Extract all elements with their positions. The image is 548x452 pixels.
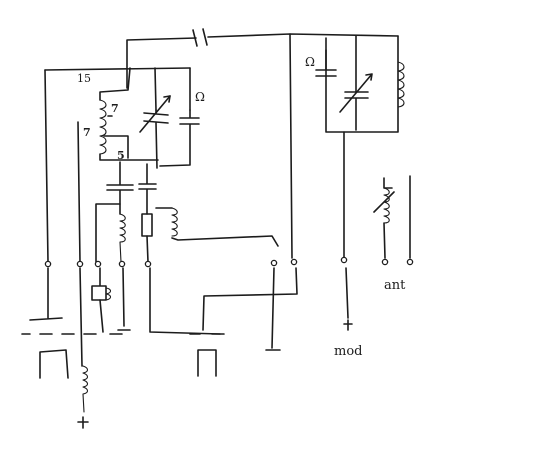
left-tube-circuit — [77, 121, 131, 333]
top-feedback-wire — [126, 28, 399, 89]
terminal-node — [406, 258, 414, 266]
terminal-nodes — [44, 256, 414, 268]
plus-markers — [77, 319, 353, 429]
output-tank — [315, 35, 405, 319]
terminal-node — [76, 260, 84, 268]
variable-tuning-capacitor — [139, 95, 171, 169]
mod-label: mod — [334, 344, 362, 359]
terminal-node — [118, 260, 126, 268]
middle-tube-circuit — [141, 207, 279, 335]
coil-tap-label-7a: 7 — [111, 102, 119, 115]
terminal-node — [381, 258, 389, 266]
terminal-node — [94, 260, 102, 268]
terminal-node — [270, 259, 278, 267]
coil-tap-label-7b: 7 — [83, 126, 91, 139]
oscillator-tank-frame — [44, 67, 191, 263]
lower-wiring — [21, 267, 225, 413]
tank-trimmer-capacitor — [159, 109, 200, 167]
tapped-coil — [99, 99, 159, 161]
ant-label: ant — [384, 278, 406, 293]
antenna-loading-coil — [373, 175, 411, 259]
terminal-node — [340, 256, 348, 264]
trimmer-label: Ω — [195, 90, 205, 104]
terminal-node — [44, 260, 52, 268]
coil-tap-label-5: 5 — [117, 149, 125, 162]
switch-lines — [202, 33, 298, 351]
terminal-node — [290, 258, 298, 266]
coupling-capacitors — [106, 161, 157, 215]
coil-tap-label-15: 15 — [77, 72, 91, 85]
tank-cap-label: Ω — [305, 55, 315, 69]
terminal-node — [144, 260, 152, 268]
